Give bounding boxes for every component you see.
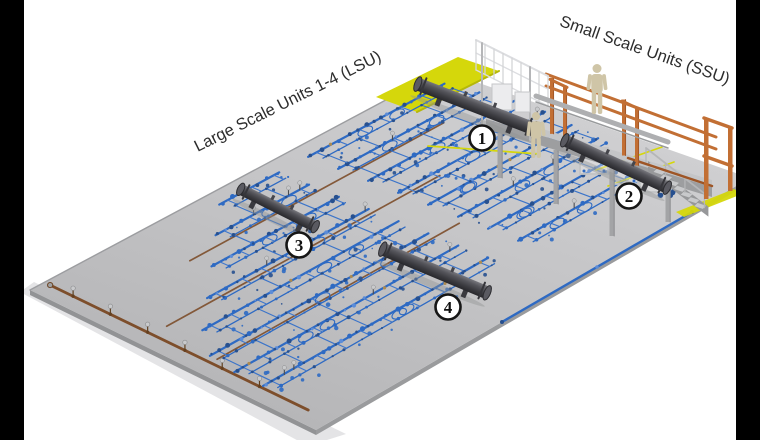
- left-pillar-bar: [0, 0, 24, 440]
- svg-text:1: 1: [478, 129, 487, 148]
- unit-marker-3: 3: [285, 231, 313, 259]
- manifold-vessel-4: [374, 241, 492, 307]
- manifold-vessel-3: [232, 182, 320, 240]
- svg-text:4: 4: [444, 298, 453, 317]
- right-pillar-bar: [736, 0, 760, 440]
- unit-marker-4: 4: [434, 293, 462, 321]
- piping-row: [214, 91, 488, 238]
- mannequin: [586, 64, 608, 114]
- svg-text:3: 3: [295, 236, 304, 255]
- manifold-vessel-1: [410, 76, 539, 143]
- facility-scene: 1 2 3 4: [20, 39, 750, 440]
- unit-marker-1: 1: [468, 124, 496, 152]
- mannequin: [526, 112, 546, 158]
- piping-row: [218, 82, 452, 207]
- unit-marker-2: 2: [615, 182, 643, 210]
- lsu-piping-field: [201, 82, 639, 392]
- safety-floor-marking: [376, 57, 500, 113]
- svg-text:2: 2: [625, 187, 634, 206]
